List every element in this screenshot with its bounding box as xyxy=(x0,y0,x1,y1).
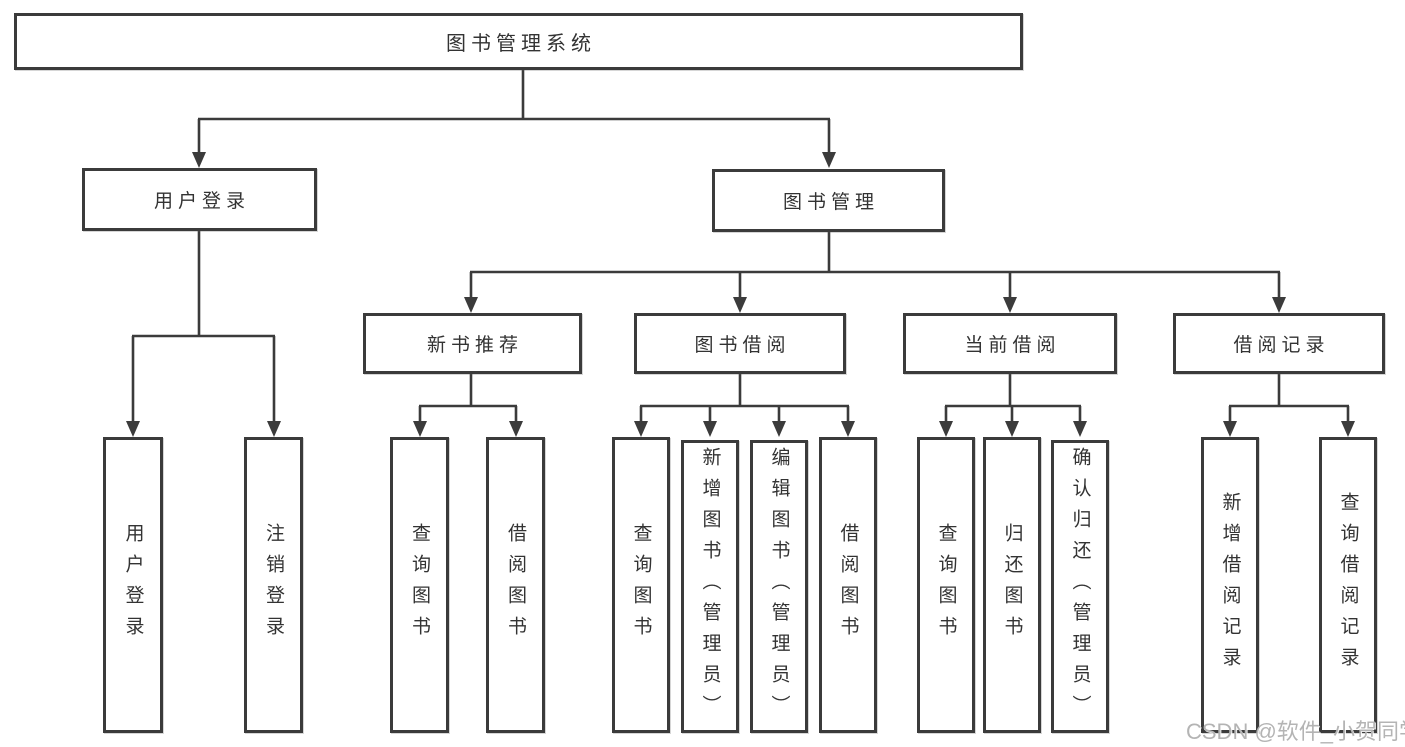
node-label: 新增图书（管理员） xyxy=(699,447,721,726)
node-user-login: 用户登录 xyxy=(82,168,317,231)
leaf-query-books-current: 查询图书 xyxy=(917,437,975,733)
leaf-add-book-admin: 新增图书（管理员） xyxy=(681,440,739,733)
leaf-query-borrow-record: 查询借阅记录 xyxy=(1319,437,1377,733)
leaf-logout: 注销登录 xyxy=(244,437,303,733)
node-label: 借阅图书 xyxy=(505,523,526,647)
leaf-borrow-books-recommend: 借阅图书 xyxy=(486,437,545,733)
node-label: 图书管理 xyxy=(782,192,879,213)
leaf-confirm-return-admin: 确认归还（管理员） xyxy=(1051,440,1109,733)
node-label: 用户登录 xyxy=(122,523,144,647)
node-label: 查询图书 xyxy=(409,523,430,647)
leaf-user-login: 用户登录 xyxy=(103,437,163,733)
node-label: 新增借阅记录 xyxy=(1219,492,1241,678)
node-label: 注销登录 xyxy=(263,523,284,647)
node-label: 查询借阅记录 xyxy=(1337,492,1359,678)
leaf-query-books-borrowing: 查询图书 xyxy=(612,437,670,733)
node-book-management-system: 图书管理系统 xyxy=(14,13,1023,70)
node-label: 新书推荐 xyxy=(426,335,523,356)
node-label: 借阅图书 xyxy=(837,523,859,647)
node-borrowing-records: 借阅记录 xyxy=(1173,313,1385,374)
csdn-watermark: CSDN @软件_小贺同学 xyxy=(1186,719,1405,744)
leaf-borrow-books-borrowing: 借阅图书 xyxy=(819,437,877,733)
node-label: 当前借阅 xyxy=(964,335,1061,356)
leaf-add-borrow-record: 新增借阅记录 xyxy=(1201,437,1259,733)
node-label: 编辑图书（管理员） xyxy=(768,447,790,726)
node-label: 查询图书 xyxy=(630,523,652,647)
node-label: 图书管理系统 xyxy=(446,33,596,55)
leaf-edit-book-admin: 编辑图书（管理员） xyxy=(750,440,808,733)
node-book-borrowing: 图书借阅 xyxy=(634,313,846,374)
node-new-book-recommend: 新书推荐 xyxy=(363,313,582,374)
leaf-return-book: 归还图书 xyxy=(983,437,1041,733)
node-book-management: 图书管理 xyxy=(712,169,945,232)
node-label: 确认归还（管理员） xyxy=(1069,447,1091,726)
node-current-borrowing: 当前借阅 xyxy=(903,313,1117,374)
node-label: 查询图书 xyxy=(935,523,957,647)
node-label: 用户登录 xyxy=(153,191,250,212)
node-label: 图书借阅 xyxy=(694,335,791,356)
node-label: 借阅记录 xyxy=(1233,335,1330,356)
node-label: 归还图书 xyxy=(1001,523,1023,647)
leaf-query-books-recommend: 查询图书 xyxy=(390,437,449,733)
